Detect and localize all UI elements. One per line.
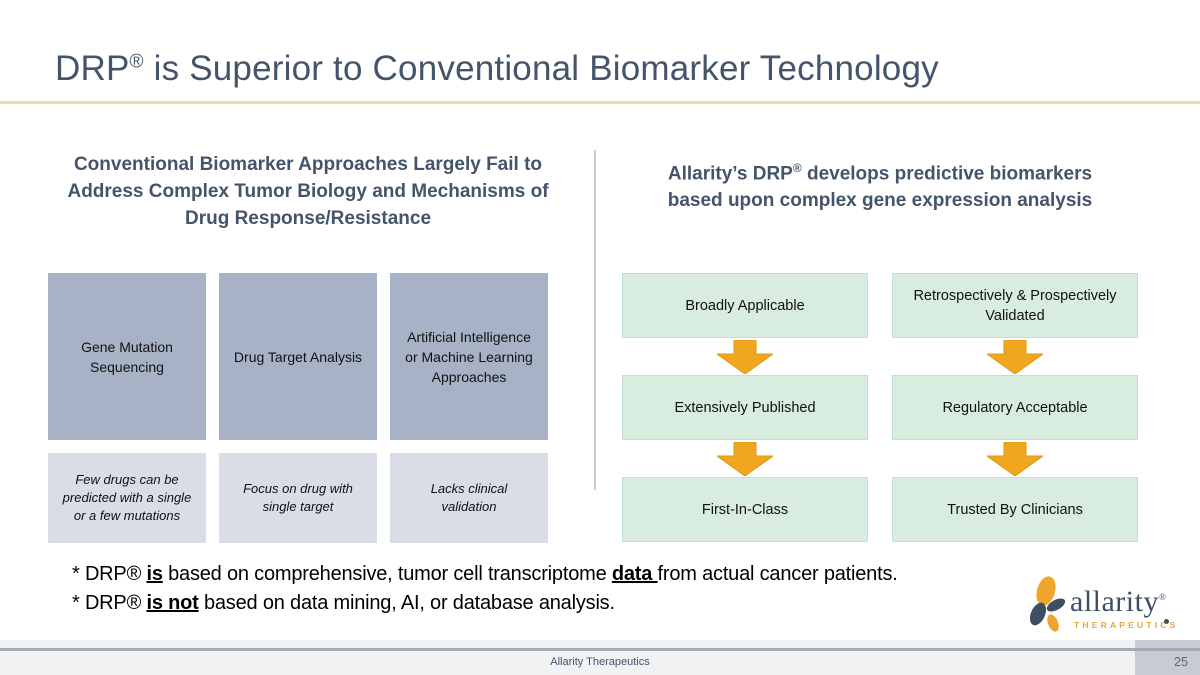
benefit-box: Trusted By Clinicians: [892, 477, 1138, 542]
logo-wordmark-text: allarity: [1070, 585, 1159, 618]
down-arrow-icon: [717, 440, 773, 477]
benefit-box: Retrospectively & Prospectively Validate…: [892, 273, 1138, 338]
registered-mark: ®: [129, 51, 144, 73]
allarity-logo: allarity® THERAPEUTICS: [1028, 576, 1178, 638]
footnote-emphasis: is not: [146, 592, 199, 614]
footnote-emphasis: is: [146, 563, 163, 585]
header-divider-line: [0, 101, 1200, 104]
footer-company-name: Allarity Therapeutics: [550, 656, 650, 668]
footer-band: [0, 640, 1200, 675]
benefit-box: First-In-Class: [622, 477, 868, 542]
registered-mark: ®: [1158, 592, 1167, 602]
footnote-text: based on comprehensive, tumor cell trans…: [162, 563, 612, 585]
registered-mark: ®: [792, 161, 802, 175]
limitation-box-ai-ml: Lacks clinical validation: [390, 453, 548, 543]
benefit-box: Extensively Published: [622, 375, 868, 440]
footnote-text: based on data mining, AI, or database an…: [198, 592, 615, 614]
approach-box-row: Gene Mutation Sequencing Drug Target Ana…: [48, 273, 548, 440]
column-divider-line: [594, 150, 596, 490]
right-heading-rest: develops predictive biomarkers based upo…: [667, 163, 1093, 212]
limitation-box-drug-target: Focus on drug with single target: [219, 453, 377, 543]
footer-rule-line: [0, 648, 1200, 651]
down-arrow-icon: [987, 338, 1043, 375]
footnote-line: * DRP® is not based on data mining, AI, …: [72, 589, 1032, 618]
footnote-text: * DRP®: [72, 592, 147, 614]
butterfly-leaf-icon: [1029, 576, 1066, 632]
benefit-box: Broadly Applicable: [622, 273, 868, 338]
footnote-text: from actual cancer patients.: [657, 563, 898, 585]
slide-title: DRP® is Superior to Conventional Biomark…: [55, 49, 1105, 89]
slide-title-rest: is Superior to Conventional Biomarker Te…: [143, 49, 939, 89]
right-column-heading: Allarity’s DRP® develops predictive biom…: [645, 155, 1115, 214]
page-number: 25: [1174, 655, 1188, 669]
down-arrow-icon: [717, 338, 773, 375]
logo-swash-dot: [1164, 619, 1169, 624]
footnote-text: * DRP®: [72, 563, 147, 585]
left-column-heading: Conventional Biomarker Approaches Largel…: [67, 154, 549, 229]
right-heading-text: Allarity’s DRP: [667, 163, 793, 185]
approach-box-drug-target: Drug Target Analysis: [219, 273, 377, 440]
footnote-line: * DRP® is based on comprehensive, tumor …: [72, 560, 1032, 589]
slide-title-text: DRP: [55, 49, 130, 89]
benefit-column-1: Broadly Applicable Extensively Published…: [622, 273, 868, 542]
logo-wordmark: allarity®: [1070, 585, 1166, 619]
logo-subtitle: THERAPEUTICS: [1074, 620, 1179, 630]
page-number-box: [1135, 640, 1200, 675]
footnotes: * DRP® is based on comprehensive, tumor …: [72, 560, 1032, 618]
approach-box-gene-mutation: Gene Mutation Sequencing: [48, 273, 206, 440]
benefit-box: Regulatory Acceptable: [892, 375, 1138, 440]
limitation-box-row: Few drugs can be predicted with a single…: [48, 453, 548, 543]
down-arrow-icon: [987, 440, 1043, 477]
approach-box-ai-ml: Artificial Intelligence or Machine Learn…: [390, 273, 548, 440]
limitation-box-gene-mutation: Few drugs can be predicted with a single…: [48, 453, 206, 543]
benefit-column-2: Retrospectively & Prospectively Validate…: [892, 273, 1138, 542]
footnote-emphasis: data: [611, 563, 658, 585]
